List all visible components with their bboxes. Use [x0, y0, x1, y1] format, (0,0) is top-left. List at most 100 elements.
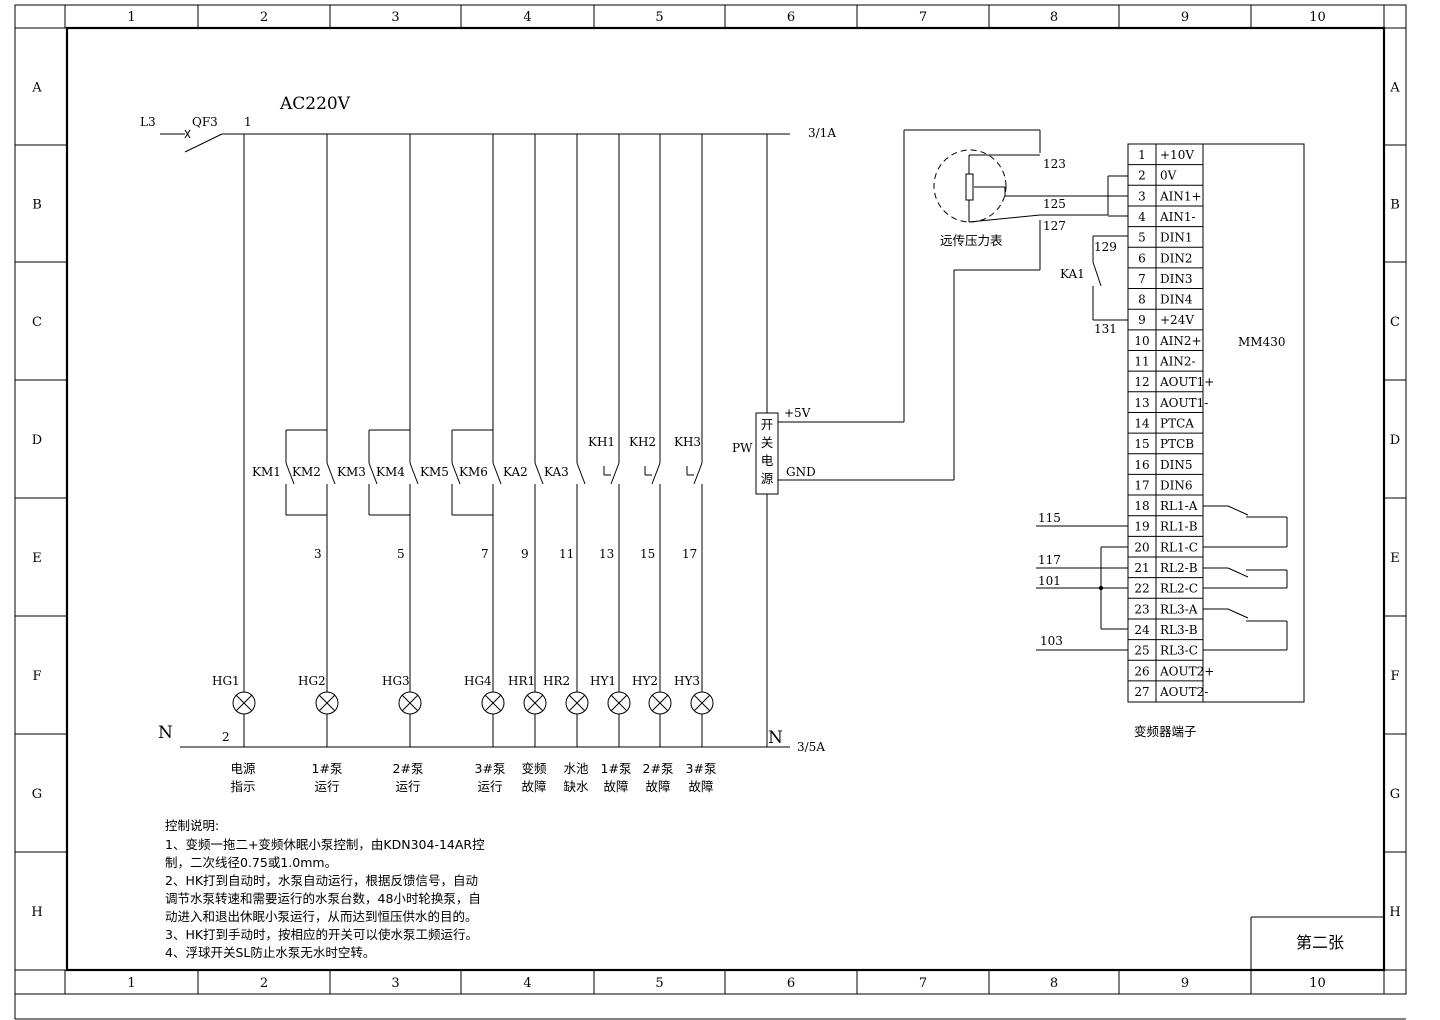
lamp-caption: 3#泵 [686, 761, 717, 776]
column-number: 4 [523, 10, 531, 25]
vfd-terminal-signal: 0V [1160, 169, 1177, 183]
lamp-caption: 故障 [521, 779, 546, 794]
note-line: 制，二次线径0.75或1.0mm。 [165, 855, 337, 870]
lamp-caption: 变频 [521, 761, 547, 776]
row-letter: D [32, 433, 42, 448]
vfd-terminal-signal: RL1-C [1160, 540, 1198, 554]
lamp-caption: 缺水 [563, 779, 589, 794]
lamp-caption: 1#泵 [601, 761, 632, 776]
psu-char: 开 [761, 417, 774, 432]
wire-number: 3 [314, 547, 322, 561]
neutral-right-label: N [768, 728, 783, 748]
column-number: 7 [919, 10, 927, 25]
row-letter: B [1390, 198, 1400, 213]
wire-number: 5 [397, 547, 405, 561]
vfd-terminal-number: 10 [1134, 334, 1149, 348]
row-letter: E [32, 551, 42, 566]
gauge-terminal-123: 123 [1043, 157, 1066, 171]
vfd-terminal-number: 14 [1134, 416, 1150, 430]
remote-pressure-gauge: 远传压力表 123 125 127 [933, 149, 1128, 248]
psu-char: 源 [761, 471, 774, 486]
column-number: 2 [260, 10, 268, 25]
column-number: 3 [391, 976, 399, 991]
lamp-labels: HG1 HG2 HG3 HG4 HR1 HR2 HY1 HY2 HY3 [212, 674, 700, 688]
column-number: 9 [1181, 10, 1189, 25]
vfd-terminal-signal: AIN1+ [1159, 189, 1202, 203]
wire-number: 11 [559, 547, 574, 561]
lamp-caption: 指示 [230, 779, 255, 794]
row-letter: H [31, 905, 42, 920]
contact-labels: KM1 KM2 KM3 KM4 KM5 KM6 KA2 KA3 KH1 KH2 … [252, 435, 701, 479]
row-letter: A [1389, 81, 1400, 96]
gauge-terminal-127: 127 [1043, 219, 1066, 233]
ext-wire-117: 117 [1038, 553, 1061, 567]
note-line: 4、浮球开关SL防止水泵无水时空转。 [165, 945, 375, 960]
lamp-label-hg4: HG4 [464, 674, 492, 688]
ka1-wire-131: 131 [1094, 322, 1117, 336]
wire-number: 17 [682, 547, 697, 561]
vfd-terminal-signal: AIN2+ [1159, 334, 1202, 348]
power-supply-module: 开 关 电 源 PW +5V GND [732, 129, 1041, 495]
row-letter: E [1390, 551, 1400, 566]
note-line: 1、变频一拖二+变频休眠小泵控制，由KDN304-14AR控 [165, 837, 485, 852]
lamp-hg2 [315, 691, 339, 715]
column-number: 8 [1050, 10, 1058, 25]
vfd-terminal-number: 26 [1134, 664, 1149, 678]
vfd-terminal-signal: DIN5 [1160, 458, 1193, 472]
contact-label-km6: KM6 [459, 465, 488, 479]
column-number: 7 [919, 976, 927, 991]
column-number: 8 [1050, 976, 1058, 991]
vfd-terminal-signal: DIN3 [1160, 272, 1193, 286]
lamp-captions: 电源 指示 1#泵 运行 2#泵 运行 3#泵 运行 变频 故障 水池 缺水 1… [230, 761, 716, 794]
ext-wire-115: 115 [1038, 511, 1061, 525]
column-number: 4 [523, 976, 531, 991]
notes-title: 控制说明: [165, 818, 219, 833]
wire-number: 15 [640, 547, 655, 561]
vfd-model: MM430 [1238, 335, 1285, 349]
row-letter: H [1389, 905, 1400, 920]
vfd-terminal-number: 20 [1134, 540, 1149, 554]
vfd-terminal-signal: RL3-A [1160, 602, 1198, 616]
relay-output-wiring: 115 117 101 103 [1036, 505, 1288, 651]
column-number: 6 [787, 10, 795, 25]
contact-label-km2: KM2 [292, 465, 321, 479]
lamp-hg3 [398, 691, 422, 715]
lamp-label-hy3: HY3 [674, 674, 700, 688]
lamp-label-hr1: HR1 [508, 674, 535, 688]
row-letter: F [32, 669, 41, 684]
contact-label-kh3: KH3 [674, 435, 701, 449]
contact-label-km5: KM5 [420, 465, 449, 479]
column-number: 6 [787, 976, 795, 991]
vfd-terminal-number: 22 [1134, 582, 1149, 596]
wire-number: 7 [481, 547, 489, 561]
vfd-terminal-signal: AOUT1- [1159, 396, 1208, 410]
vfd-terminal-number: 12 [1134, 375, 1149, 389]
ka1-relay-contact: 129 131 KA1 [1060, 235, 1128, 336]
vfd-terminal-number: 21 [1134, 561, 1149, 575]
column-number: 1 [127, 10, 135, 25]
contact-label-kh1: KH1 [588, 435, 615, 449]
vfd-terminal-signal: RL1-A [1160, 499, 1198, 513]
column-grid-ticks [64, 5, 1385, 994]
vfd-terminal-number: 23 [1134, 602, 1149, 616]
ka1-tag: KA1 [1060, 267, 1085, 281]
vfd-terminal-number: 3 [1138, 189, 1146, 203]
lamp-caption: 运行 [314, 779, 339, 794]
supply-voltage: AC220V [279, 94, 351, 114]
wire-numbers: 3 5 7 9 11 13 15 17 [314, 547, 697, 561]
vfd-terminal-signal: AOUT2- [1159, 685, 1208, 699]
vfd-terminal-signal: DIN2 [1160, 251, 1193, 265]
row-letter: D [1390, 433, 1400, 448]
column-number: 10 [1309, 10, 1326, 25]
gauge-terminal-125: 125 [1043, 197, 1066, 211]
contact-label-kh2: KH2 [629, 435, 656, 449]
indicator-lamps [232, 691, 714, 715]
wire-number: 9 [521, 547, 529, 561]
contact-label-ka3: KA3 [544, 465, 569, 479]
column-number: 3 [391, 10, 399, 25]
ka1-wire-129: 129 [1094, 240, 1117, 254]
